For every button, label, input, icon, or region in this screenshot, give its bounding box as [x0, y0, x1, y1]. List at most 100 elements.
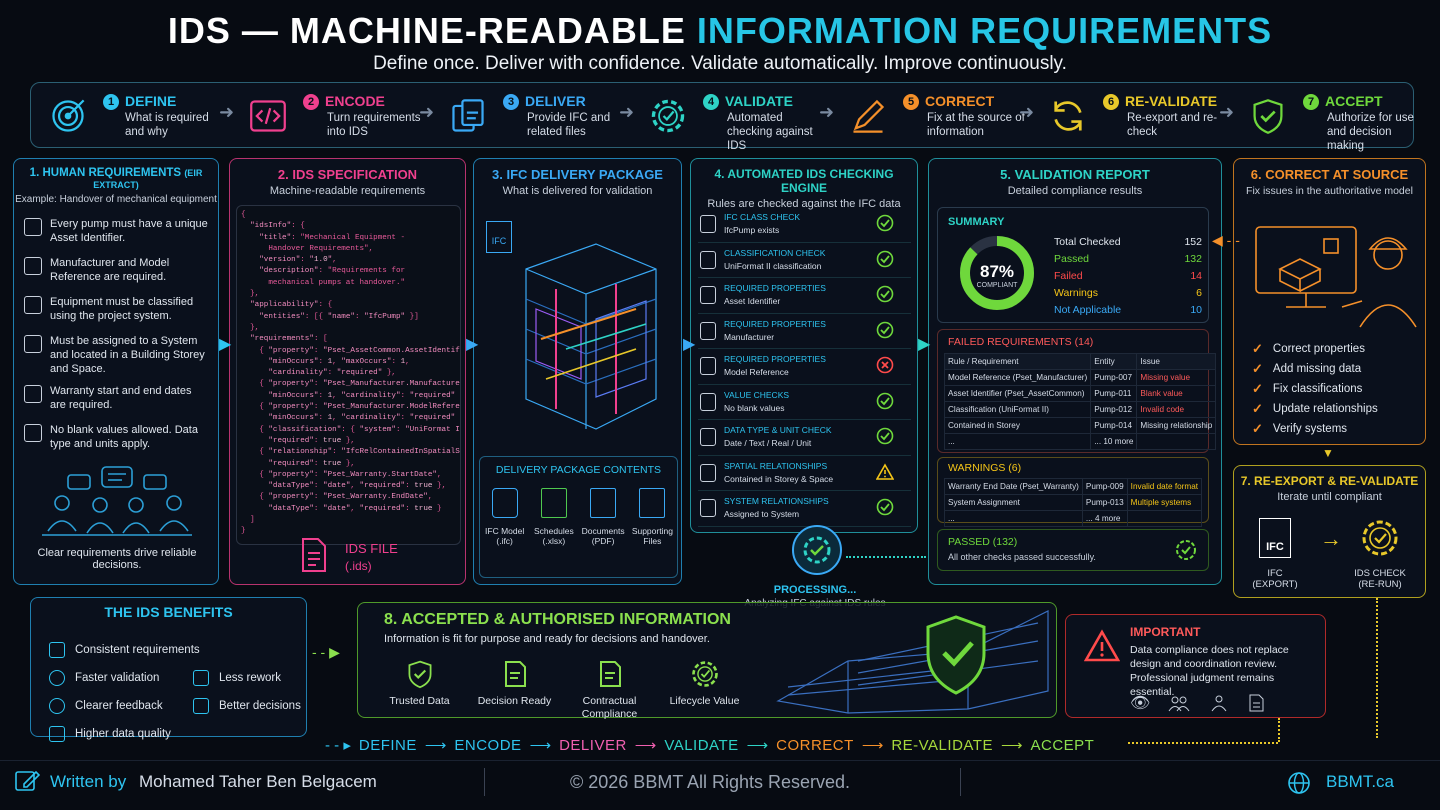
package-content-item: Documents(PDF) — [580, 488, 626, 546]
step-description: Provide IFC and related files — [527, 112, 611, 138]
check-description: Contained in Storey & Space — [724, 473, 834, 484]
table-cell: Asset Identifier (Pset_AssetCommon) — [943, 385, 1092, 402]
connector-dotted — [1128, 742, 1278, 744]
table-row: ...... 4 more — [944, 510, 1203, 527]
footer-separator — [960, 768, 961, 796]
step-description: Authorize for use and decision making — [1327, 112, 1414, 152]
table-row: Asset Identifier (Pset_AssetCommon)Pump-… — [943, 385, 1217, 402]
panel-subtitle: Information is fit for purpose and ready… — [384, 633, 710, 645]
stat-value: 14 — [1190, 270, 1202, 282]
acceptance-item: Trusted Data — [372, 659, 467, 721]
important-text: Data compliance does not replace design … — [1130, 644, 1289, 698]
acceptance-label: Contractual Compliance — [581, 695, 638, 720]
check-pass-icon — [876, 321, 894, 339]
table-cell: Warranty End Date (Pset_Warranty) — [944, 478, 1083, 495]
table-row: Model Reference (Pset_Manufacturer)Pump-… — [943, 369, 1217, 386]
table-cell: Pump-012 — [1090, 401, 1138, 418]
delivery-contents-title: DELIVERY PACKAGE CONTENTS — [495, 464, 662, 476]
important-title: IMPORTANT — [1130, 625, 1201, 639]
check-name: VALUE CHECKS — [724, 389, 790, 400]
connector-arrow: ▶ — [683, 336, 696, 353]
arrow-right-icon: ⟶ — [634, 737, 657, 754]
package-content-label: Schedules — [534, 526, 574, 536]
connector-arrow: ▼ — [1322, 446, 1334, 460]
connector-arrow: ◀ ‑ ‑ — [1212, 232, 1240, 248]
check-pass-icon — [876, 250, 894, 268]
stat-label: Passed — [1054, 253, 1090, 265]
check-description: Model Reference — [724, 367, 789, 377]
eye-icon: 👁 — [1130, 695, 1151, 712]
checkmark-icon: ✓ — [1252, 341, 1263, 356]
check-description: No blank values — [724, 402, 785, 413]
ids-specification-panel: 2. IDS SPECIFICATION Machine-readable re… — [229, 158, 466, 585]
check-description: Assigned to System — [724, 509, 800, 519]
flow-step: RE-VALIDATE — [891, 736, 993, 754]
page-title: IDS — MACHINE-READABLE INFORMATION REQUI… — [167, 10, 1273, 51]
benefit-text: Better decisions — [219, 700, 301, 712]
table-cell — [1136, 433, 1217, 450]
arrow-right-icon: ➜ — [619, 102, 635, 122]
table-cell: ... — [944, 510, 1083, 527]
check-name: REQUIRED PROPERTIES — [724, 318, 826, 329]
code-line: } — [241, 527, 246, 536]
document-icon — [590, 488, 617, 518]
correction-item: ✓Verify systems — [1252, 419, 1422, 439]
step-name: DELIVER — [525, 93, 586, 109]
requirement-text: Warranty start and end dates are require… — [50, 385, 192, 411]
panel-title: 6. CORRECT AT SOURCE — [1250, 167, 1409, 182]
check-name: IFC CLASS CHECK — [724, 212, 801, 222]
check-description: UniFormat II classification — [724, 260, 822, 271]
check-description: Date / Text / Real / Unit — [724, 438, 812, 448]
check-type-icon — [700, 215, 716, 233]
check-description: Manufacturer — [724, 331, 775, 342]
compliance-percent: 87% — [979, 262, 1015, 281]
shield-check-icon — [1249, 97, 1287, 135]
code-line: "requirements": [ — [250, 335, 328, 344]
arrow-right-icon: ➜ — [819, 102, 835, 122]
checklist-icon — [24, 424, 42, 442]
step-name: DEFINE — [125, 93, 177, 109]
checkmark-icon: ✓ — [1252, 401, 1263, 416]
step-name: ACCEPT — [1325, 93, 1383, 109]
requirement-item: Manufacturer and Model Reference are req… — [24, 256, 208, 284]
code-line: "description": "Requirements for — [259, 267, 406, 276]
human-requirements-panel: 1. HUMAN REQUIREMENTS (EIR EXTRACT) Exam… — [13, 158, 219, 585]
arrow-right-icon: ⟶ — [746, 737, 769, 754]
passed-title: PASSED (132) — [948, 536, 1018, 548]
box-icon — [24, 257, 42, 275]
acceptance-item: Contractual Compliance — [562, 659, 657, 721]
benefit-item: Clearer feedback — [49, 698, 209, 714]
code-line: "applicability": { — [250, 301, 333, 310]
code-line: }, — [241, 323, 260, 332]
package-content-item: IFC Model(.ifc) — [482, 488, 528, 546]
ifc-export-sub: (EXPORT) — [1252, 579, 1298, 590]
author-name: Mohamed Taher Ben Belgacem — [139, 772, 377, 791]
step-number-badge: 7 — [1303, 94, 1319, 110]
benefit-item: Better decisions — [193, 698, 323, 714]
panel-title: 4. AUTOMATED IDS CHECKING ENGINE — [714, 167, 894, 195]
delivery-contents-box: DELIVERY PACKAGE CONTENTS IFC Model(.ifc… — [479, 456, 678, 578]
code-line: }, — [241, 290, 260, 299]
requirement-text: Manufacturer and Model Reference are req… — [50, 257, 170, 283]
table-cell: Contained in Storey — [943, 417, 1092, 434]
check-row: VALUE CHECKS No blank values — [698, 385, 911, 420]
ifc-export-label: IFC — [1267, 568, 1283, 579]
benefit-text: Clearer feedback — [75, 700, 163, 712]
stat-label: Failed — [1054, 270, 1083, 282]
check-pass-icon — [876, 214, 894, 232]
code-line: { "relationship": "IfcRelContainedInSpat… — [241, 448, 460, 457]
code-line: { "property": "Pset_Manufacturer.ModelRe… — [241, 403, 460, 412]
check-name: DATA TYPE & UNIT CHECK — [724, 425, 832, 435]
connector-dotted — [846, 556, 926, 558]
ids-check-sub: (RE-RUN) — [1358, 579, 1402, 590]
correction-text: Fix classifications — [1272, 383, 1363, 395]
website-link[interactable]: BBMT.ca — [1326, 772, 1395, 791]
engineer-at-computer-illustration — [1255, 226, 1417, 328]
